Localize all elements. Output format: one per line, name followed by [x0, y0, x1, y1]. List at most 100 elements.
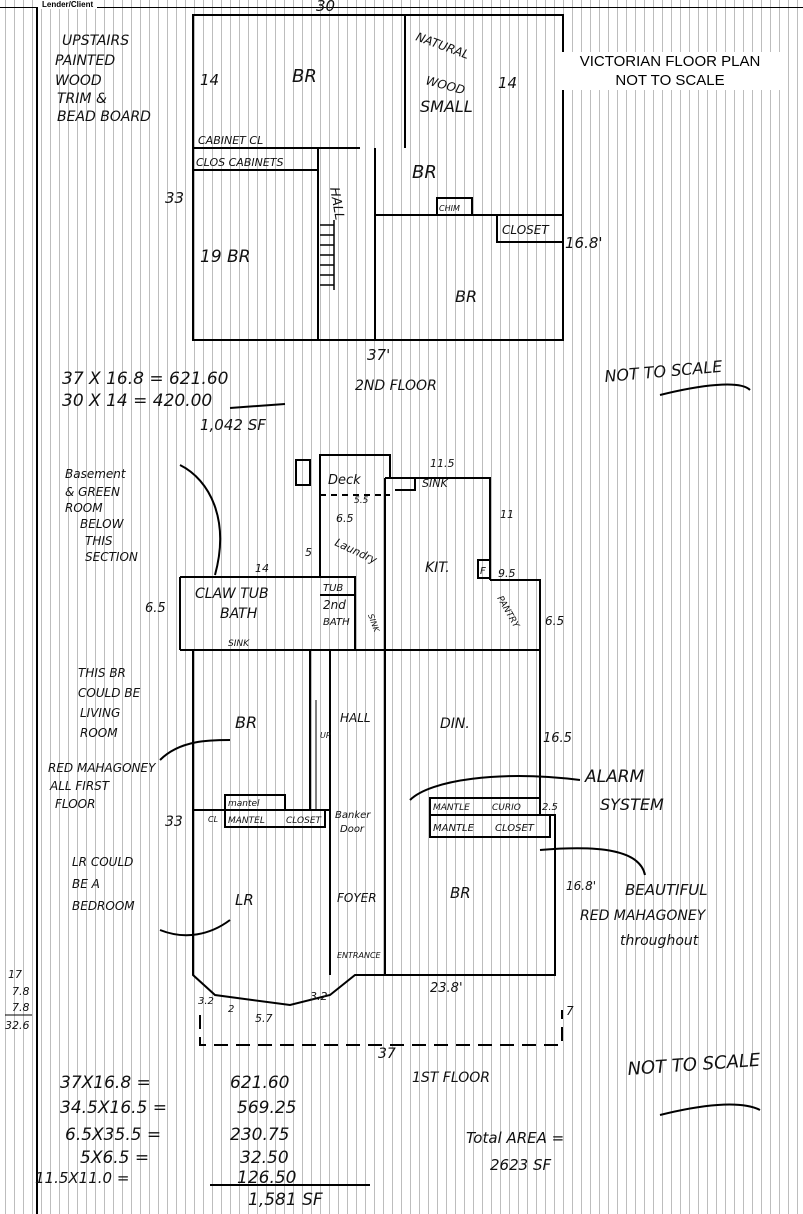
room-label-bath: BATH [220, 606, 258, 622]
note-line: SECTION [85, 550, 138, 564]
room-note: WOOD [424, 73, 466, 97]
room-label-pantry: PANTRY [494, 595, 521, 632]
calc-expr: 5X6.5 = [80, 1148, 149, 1168]
dim-label: 16.8' [565, 234, 603, 252]
room-label-hall: HALL [340, 711, 371, 725]
dim-label: 14 [498, 74, 517, 92]
entrance-label: ENTRANCE [337, 951, 382, 960]
note-line: Basement [65, 467, 127, 481]
mantel-label: MANTEL [228, 816, 265, 826]
room-label-br: BR [292, 66, 317, 87]
dim-label: 5.7 [255, 1012, 273, 1025]
calc-value: 32.50 [240, 1148, 289, 1168]
calc-expr: 34.5X16.5 = [60, 1098, 167, 1118]
calc-value: 569.25 [237, 1098, 296, 1118]
stairs-up-label: UP [320, 731, 331, 740]
note-line: FLOOR [55, 797, 95, 811]
upstairs-note: UPSTAIRS PAINTED WOOD TRIM & BEAD BOARD [55, 33, 151, 125]
note-line: BELOW [80, 517, 125, 531]
note-line: ROOM [80, 726, 118, 740]
floor-label: 2ND FLOOR [355, 378, 437, 394]
mantel-label: mantel [228, 799, 260, 809]
dim-label: 6.5 [145, 601, 166, 616]
dim-label: 14 [255, 562, 269, 575]
dim-label: 2.5 [542, 802, 558, 813]
sum-line: 17 [8, 968, 22, 981]
lender-client-label: Lender/Client [38, 0, 98, 9]
note-line: BEAUTIFUL [625, 881, 708, 899]
calc-value: 230.75 [230, 1125, 289, 1145]
note-line: LIVING [80, 706, 120, 720]
room-label-kitchen: KIT. [425, 560, 450, 576]
room-label-br: BR [450, 884, 471, 902]
dim-label: 33 [165, 189, 184, 207]
dim-label: 5 [305, 546, 312, 559]
cabinet-label: CLOS CABINETS [196, 156, 284, 169]
sum-line: 7.8 [12, 1001, 30, 1014]
area-calc: 37 X 16.8 = 621.60 [62, 369, 228, 389]
room-label-br: 19 BR [200, 247, 251, 267]
not-to-scale-note: NOT TO SCALE [604, 357, 724, 386]
room-label-deck: Deck [328, 473, 361, 488]
calc-expr: 6.5X35.5 = [65, 1125, 161, 1145]
note-line: SYSTEM [600, 795, 664, 814]
room-label-foyer: FOYER [337, 891, 377, 905]
sum-line: 32.6 [5, 1019, 30, 1032]
room-label-bath2: 2nd [323, 598, 346, 612]
sink-label: SINK [422, 477, 448, 490]
note-line: BE A [72, 877, 100, 891]
title-line-1: VICTORIAN FLOOR PLAN [579, 53, 761, 70]
area-total: 1,042 SF [200, 416, 266, 434]
closet-label: CLOSET [502, 223, 550, 237]
floor-label: 1ST FLOOR [412, 1070, 490, 1086]
title-line-2: NOT TO SCALE [615, 72, 725, 89]
note-line: RED MAHAGONEY [580, 908, 707, 924]
tub-label: TUB [323, 583, 343, 594]
room-label-br: BR [412, 162, 437, 183]
dim-label: 9.5 [498, 567, 516, 580]
plan-title: VICTORIAN FLOOR PLAN NOT TO SCALE [560, 52, 780, 90]
room-label-dining: DIN. [440, 716, 470, 732]
room-label-lr: LR [235, 891, 254, 909]
note-line: ALARM [584, 767, 645, 787]
sink-label: SINK [366, 613, 381, 634]
dim-label: 37 [378, 1046, 396, 1062]
fridge-label: F [480, 566, 486, 577]
dim-label: 37' [367, 346, 390, 364]
second-floor-walls [192, 14, 564, 341]
dim-30: 30 [316, 0, 335, 15]
calc-value: 126.50 [237, 1168, 296, 1188]
room-label-br: BR [235, 713, 257, 732]
note-line: COULD BE [78, 686, 141, 700]
room-label-br: BR [455, 287, 477, 306]
calc-expr: 37X16.8 = [60, 1073, 151, 1093]
dim-label: 11 [500, 508, 514, 521]
note-line: BEDROOM [72, 899, 135, 913]
total-area-label: Total AREA = [466, 1129, 564, 1147]
room-note: NATURAL [414, 30, 471, 62]
not-to-scale-note: NOT TO SCALE [627, 1050, 762, 1080]
total-area-value: 2623 SF [490, 1156, 551, 1174]
dim-label: 5.5 [354, 496, 369, 506]
first-floor-notes: Basement & GREEN ROOM BELOW THIS SECTION… [48, 467, 708, 949]
note-line: BEAD BOARD [57, 109, 151, 125]
note-line: RED MAHAGONEY [48, 761, 157, 775]
cabinet-label: CABINET CL [198, 134, 263, 147]
dim-label: 3.2 [198, 996, 214, 1007]
note-line: PAINTED [55, 53, 115, 69]
area-calc: 30 X 14 = 420.00 [62, 391, 212, 411]
room-label-hall: HALL [326, 186, 347, 221]
sink-label: SINK [228, 639, 250, 649]
page-left-border [36, 8, 38, 1214]
banker-door-label: Door [340, 824, 365, 835]
dim-label: 33 [165, 814, 183, 830]
first-floor-calc: 37X16.8 = 621.60 34.5X16.5 = 569.25 6.5X… [35, 1050, 762, 1210]
calc-expr: 11.5X11.0 = [35, 1169, 129, 1187]
note-line: THIS [85, 534, 113, 548]
side-sum: 17 7.8 7.8 32.6 [5, 968, 32, 1032]
dim-label: 7 [566, 1004, 574, 1018]
note-line: & GREEN [65, 485, 120, 499]
calc-total: 1,581 SF [248, 1190, 323, 1210]
room-label-small: SMALL [420, 97, 473, 116]
